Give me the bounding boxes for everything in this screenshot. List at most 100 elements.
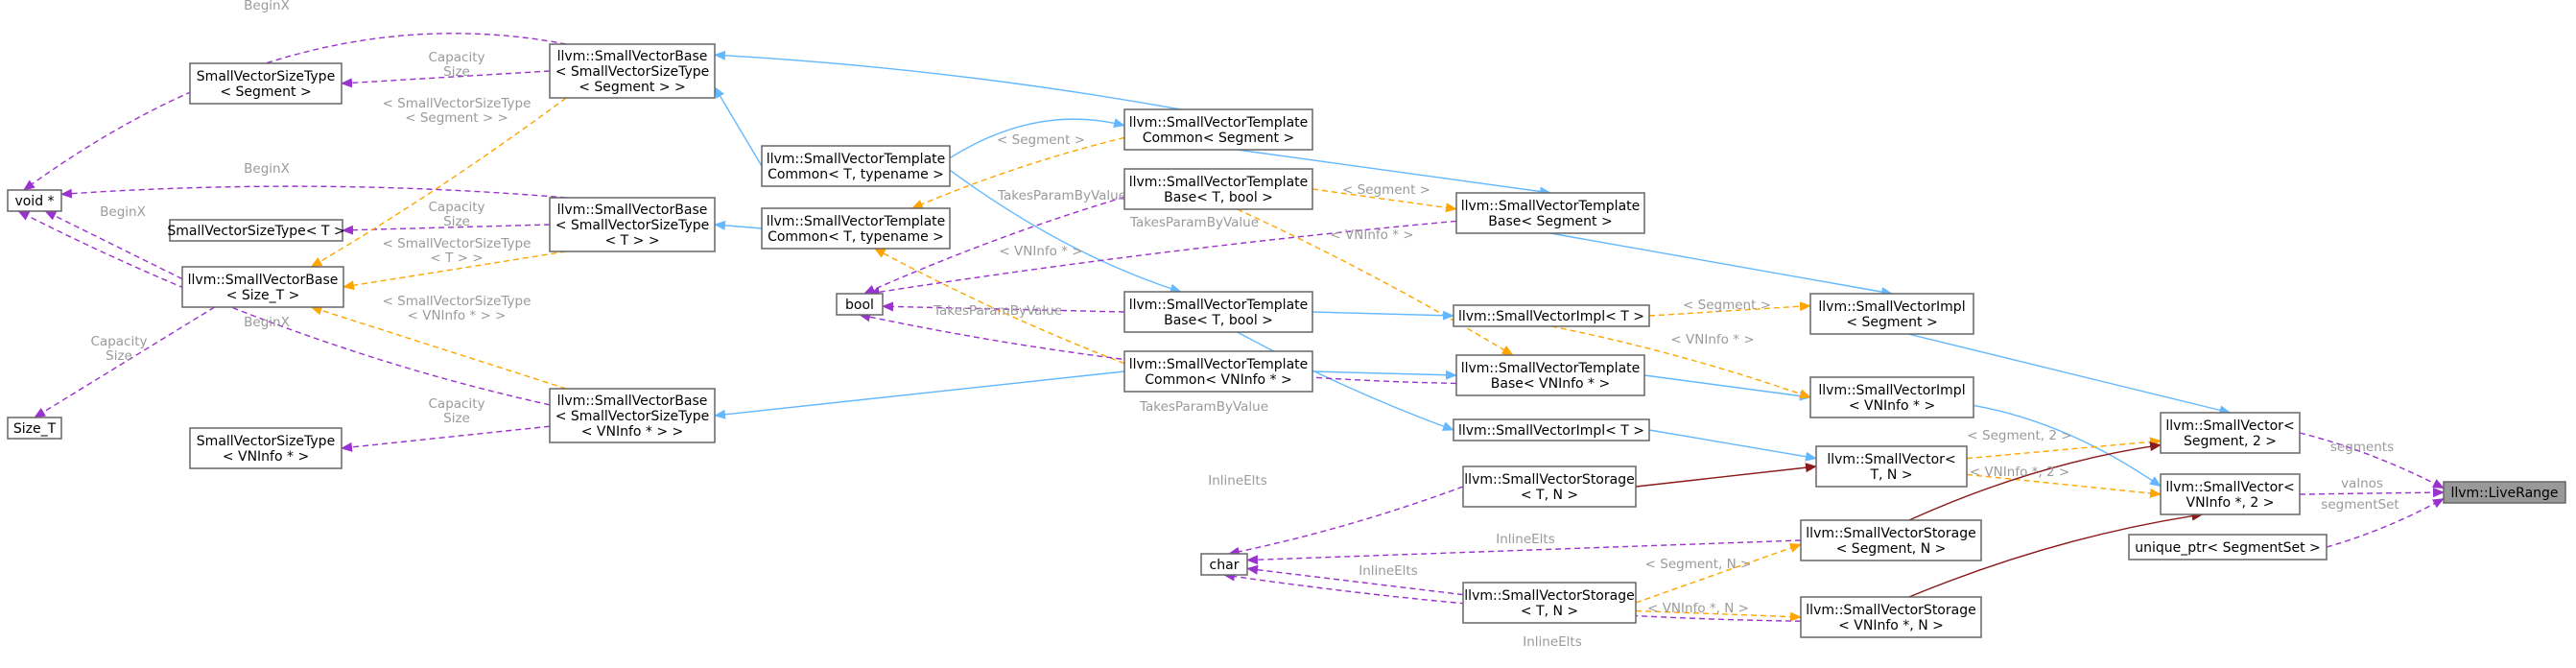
edge-svtb_t_bool_b-to-svimpl_t_b [1237, 331, 1454, 431]
node-label-line: llvm::SmallVectorTemplate [1461, 199, 1641, 214]
node-box [1123, 350, 1313, 393]
edge-svtc_vninfo-to-svtb_vninfo [1312, 370, 1457, 380]
edge-svbase_segment-to-svsizetype_segment [341, 70, 551, 88]
node-box [1453, 418, 1650, 441]
node-box [1800, 596, 1982, 638]
node-svbase-vninfo[interactable]: llvm::SmallVectorBase< SmallVectorSizeTy… [549, 388, 716, 443]
node-box [2160, 412, 2301, 454]
node-box [7, 189, 62, 212]
node-label-line: llvm::SmallVectorBase [557, 394, 708, 409]
edge-svimpl_segment-to-sv_segment_2 [1907, 333, 2232, 416]
edge-svstorage_segment_n-to-char [1246, 539, 1802, 565]
node-label-line: llvm::SmallVector< [2165, 418, 2294, 434]
node-sv-t-n[interactable]: llvm::SmallVector<T, N > [1815, 445, 1968, 488]
edge-label-sizetype_t: < SmallVectorSizeType< T > > [383, 236, 532, 266]
node-label-line: llvm::LiveRange [2450, 486, 2558, 501]
node-svbase-t[interactable]: llvm::SmallVectorBase< SmallVectorSizeTy… [549, 197, 716, 252]
node-box [189, 427, 343, 469]
node-label-line: llvm::SmallVectorBase [557, 49, 708, 64]
node-size-t[interactable]: Size_T [7, 417, 62, 440]
node-svsizetype-segment[interactable]: SmallVectorSizeType< Segment > [189, 62, 343, 105]
edge-svtb_t_bool_b-to-svimpl_t_a [1312, 310, 1454, 321]
node-bool[interactable]: bool [836, 293, 884, 316]
edge-label-takes_3: TakesParamByValue [933, 303, 1062, 319]
node-svstorage-vninfo-n[interactable]: llvm::SmallVectorStorage< VNInfo *, N > [1800, 596, 1982, 638]
node-svsizetype-t[interactable]: SmallVectorSizeType< T > [167, 219, 345, 242]
node-svimpl-t-b[interactable]: llvm::SmallVectorImpl< T > [1453, 418, 1650, 441]
node-label-line: Base< VNInfo * > [1491, 376, 1610, 392]
edge-label-beginx_1: BeginX [244, 0, 290, 13]
edge-label-vninfo_tc: < VNInfo * > [999, 244, 1082, 259]
node-box [2443, 481, 2566, 504]
node-box [169, 219, 343, 242]
node-label-line: llvm::SmallVectorImpl [1818, 299, 1965, 315]
node-label-line: llvm::SmallVectorStorage [1464, 588, 1634, 604]
node-svimpl-segment[interactable]: llvm::SmallVectorImpl< Segment > [1809, 293, 1974, 335]
node-svimpl-t-a[interactable]: llvm::SmallVectorImpl< T > [1453, 304, 1650, 327]
node-sv-vninfo-2[interactable]: llvm::SmallVector<VNInfo *, 2 > [2160, 473, 2301, 515]
edge-svtb_t_bool_a-to-svtb_vninfo [1237, 208, 1514, 356]
node-box [549, 197, 716, 252]
node-svstorage-segment-n[interactable]: llvm::SmallVectorStorage< Segment, N > [1800, 519, 1982, 561]
node-svstorage-t-n-a[interactable]: llvm::SmallVectorStorage< T, N > [1462, 465, 1637, 508]
node-box [1462, 582, 1637, 624]
edge-label-segment_set: segmentSet [2321, 497, 2399, 513]
edge-label-segment_tb: < Segment > [1342, 182, 1430, 198]
node-box [1809, 376, 1974, 418]
node-svstorage-t-n-b[interactable]: llvm::SmallVectorStorage< T, N > [1462, 582, 1637, 624]
node-box [1462, 465, 1637, 508]
edge-svimpl_t_a-to-svimpl_segment [1648, 301, 1811, 317]
edge-sv_vninfo_2-to-live_range [2299, 488, 2445, 498]
node-svimpl-vninfo[interactable]: llvm::SmallVectorImpl< VNInfo * > [1809, 376, 1974, 418]
edge-label-sizetype_vninfo: < SmallVectorSizeType< VNInfo * > > [383, 294, 532, 323]
edge-svstorage_t_n_b-to-svstorage_vninfo_n [1635, 609, 1802, 622]
node-label-line: < Size_T > [226, 288, 300, 303]
edge-svstorage_t_n_b-to-svstorage_segment_n [1635, 543, 1802, 604]
node-label-line: < SmallVectorSizeType [555, 64, 710, 80]
node-void-ptr[interactable]: void * [7, 189, 62, 212]
edge-svtb_segment-to-svimpl_segment [1549, 232, 1893, 298]
node-label-line: llvm::SmallVectorStorage [1806, 603, 1975, 618]
node-label-line: llvm::SmallVector< [2165, 480, 2294, 495]
node-label-line: < Segment, N > [1836, 541, 1947, 557]
node-label-line: < VNInfo *, N > [1838, 618, 1944, 633]
node-svbase-segment[interactable]: llvm::SmallVectorBase< SmallVectorSizeTy… [549, 43, 716, 99]
edge-svimpl_t_b-to-sv_t_n [1648, 429, 1817, 462]
node-svsizetype-vninfo[interactable]: SmallVectorSizeType< VNInfo * > [189, 427, 343, 469]
edge-label-sizetype_segment: < SmallVectorSizeType< Segment > > [383, 96, 532, 126]
node-svbase-size-t[interactable]: llvm::SmallVectorBase< Size_T > [181, 266, 344, 308]
node-label-line: llvm::SmallVectorStorage [1464, 472, 1634, 488]
node-label-line: Common< VNInfo * > [1145, 372, 1291, 388]
edge-svbase_size_t-to-void_ptr [44, 210, 183, 280]
node-unique-ptr[interactable]: unique_ptr< SegmentSet > [2128, 534, 2328, 561]
node-sv-segment-2[interactable]: llvm::SmallVector<Segment, 2 > [2160, 412, 2301, 454]
node-char[interactable]: char [1200, 553, 1248, 576]
node-label-line: < VNInfo * > [223, 449, 309, 465]
edge-sv_t_n-to-sv_segment_2 [1966, 437, 2162, 460]
node-label-line: Size_T [13, 421, 57, 437]
edge-label-inline_elts_1: InlineElts [1208, 473, 1267, 489]
edge-svtc_t_b-to-svbase_t [714, 220, 763, 230]
edge-svbase_t-to-svbase_size_t [343, 250, 567, 291]
node-label-line: llvm::SmallVectorTemplate [1461, 361, 1641, 376]
edge-label-valnos: valnos [2341, 476, 2383, 491]
edge-label-beginx_2: BeginX [244, 161, 290, 177]
edge-svimpl_t_a-to-svimpl_vninfo [1550, 325, 1811, 399]
edge-label-segment_tc: < Segment > [997, 132, 1085, 148]
node-box [549, 43, 716, 99]
node-label-line: < VNInfo * > > [581, 424, 684, 440]
node-box [836, 293, 884, 316]
node-box [181, 266, 344, 308]
edge-svtb_segment-to-bool [867, 220, 1457, 298]
